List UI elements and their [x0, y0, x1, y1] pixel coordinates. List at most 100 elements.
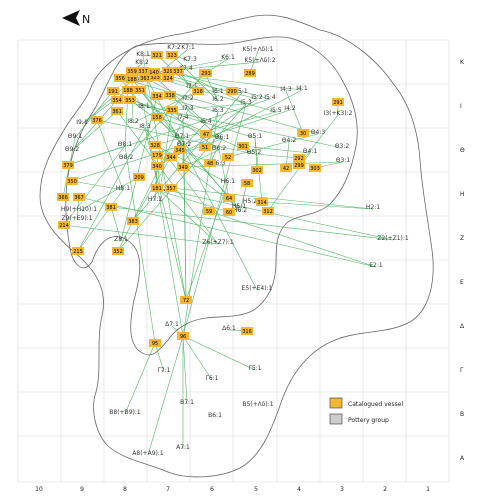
catalogued-vessel: 314	[256, 198, 268, 206]
catalogued-vessel: 191	[107, 87, 119, 95]
pottery-group-label: Γ5:1	[249, 365, 262, 372]
row-label: Z	[460, 235, 464, 242]
vessel-marker	[149, 339, 161, 347]
vessel-label: 95	[152, 341, 158, 347]
vessel-marker	[107, 87, 119, 95]
pottery-group-label: H6:2	[233, 207, 247, 214]
pottery-group-label: I9:1	[76, 119, 88, 126]
vessel-link	[154, 342, 165, 373]
vessel-marker	[223, 194, 235, 202]
pottery-group-label: Θ7:1	[175, 133, 190, 140]
vessel-marker	[293, 154, 305, 162]
pottery-group-label: Z2(+Z1):1	[377, 235, 409, 242]
vessel-link	[298, 114, 339, 166]
vessel-label: 316	[242, 329, 252, 335]
vessel-marker	[177, 332, 189, 340]
catalogued-vessel: 337	[137, 67, 149, 75]
catalogued-vessel: 321	[151, 51, 163, 59]
vessel-label: 324	[163, 76, 173, 82]
vessel-label: 334	[152, 94, 162, 100]
vessel-label: 302	[252, 168, 262, 174]
vessel-label: 329	[163, 69, 173, 75]
catalogued-vessel: 379	[62, 161, 74, 169]
vessel-link	[117, 109, 189, 252]
catalogued-vessel: 291	[332, 98, 344, 106]
vessel-label: 312	[263, 209, 273, 215]
pottery-group-label: K6:1	[221, 54, 235, 61]
pottery-group-label: Θ4:1	[303, 148, 318, 155]
pottery-group-label: I6:4	[200, 118, 212, 125]
vessel-label: 59	[206, 209, 212, 215]
vessel-marker	[280, 164, 292, 172]
vessel-marker	[199, 143, 211, 151]
pottery-group-label: I5:4	[264, 94, 276, 101]
vessel-link	[285, 90, 304, 134]
vessel-marker	[262, 207, 274, 215]
vessel-label: 356	[115, 76, 125, 82]
pottery-group-label: Γ6:1	[206, 375, 219, 382]
vessel-label: 352	[113, 249, 123, 255]
vessel-label: 51	[202, 145, 208, 151]
vessel-link	[154, 48, 189, 78]
inner-boundary	[65, 36, 358, 356]
vessel-label: 381	[106, 205, 116, 211]
vessel-label: 64	[226, 196, 232, 202]
col-label: 4	[297, 486, 301, 493]
catalogued-vessel: 323	[166, 51, 178, 59]
vessel-link	[71, 110, 118, 152]
pottery-group-label: K7:2	[167, 44, 181, 51]
catalogued-vessel: 188	[126, 75, 138, 83]
pottery-group-label: I4:1	[296, 85, 308, 92]
legend-group-label: Pottery group	[348, 417, 389, 424]
catalogued-vessel: 324	[162, 74, 174, 82]
legend-catalogued-swatch	[329, 397, 343, 409]
vessel-marker	[297, 129, 309, 137]
vessel-link	[182, 103, 247, 337]
vessel-label: 181	[152, 186, 162, 192]
catalogued-vessel: 353	[124, 96, 136, 104]
vessel-marker	[134, 86, 146, 94]
pottery-group-label: Θ7:2	[177, 141, 192, 148]
pottery-group-label: I5:3	[240, 99, 252, 106]
catalogued-vessel: 354	[111, 96, 123, 104]
pottery-group-label: E2:1	[369, 262, 383, 269]
vessel-link	[253, 153, 300, 159]
pottery-group-label: K7:1	[181, 44, 195, 51]
vessel-label: 209	[134, 175, 144, 181]
vessel-marker	[148, 68, 160, 76]
vessel-label: 349	[178, 165, 188, 171]
pottery-group-label: I8:1	[138, 103, 150, 110]
catalogued-vessel: 363	[139, 74, 151, 82]
catalogued-vessel: 95	[149, 339, 161, 347]
catalogued-vessel: 323	[149, 73, 161, 81]
vessel-marker	[57, 193, 69, 201]
catalogued-vessel: 30	[297, 129, 309, 137]
vessel-link	[227, 133, 319, 158]
catalogued-vessel: 366	[57, 193, 69, 201]
outer-boundary	[39, 14, 434, 478]
catalogued-vessel: 383	[127, 217, 139, 225]
vessel-marker	[66, 177, 78, 185]
vessel-marker	[165, 153, 177, 161]
vessel-marker	[241, 327, 253, 335]
catalogued-vessel: 367	[73, 193, 85, 201]
vessel-link	[185, 182, 229, 301]
vessel-label: 379	[63, 163, 73, 169]
catalogued-vessel: 356	[114, 74, 126, 82]
vessel-marker	[162, 74, 174, 82]
catalogued-vessel: 381	[105, 203, 117, 211]
catalogued-vessel: 215	[72, 247, 84, 255]
vessel-label: 188	[123, 88, 133, 94]
pottery-group-label: I6:3	[212, 107, 224, 114]
vessel-label: 215	[73, 249, 83, 255]
catalogued-vessel: 72	[180, 296, 192, 304]
vessel-marker	[112, 247, 124, 255]
vessel-marker	[151, 92, 163, 100]
vessel-marker	[58, 221, 70, 229]
pottery-group-label: Θ3:2	[335, 143, 350, 150]
legend-group-swatch	[329, 413, 343, 425]
vessel-marker	[204, 159, 216, 167]
catalogued-vessel: 140	[148, 68, 160, 76]
pottery-group-label: Θ8:2	[119, 154, 134, 161]
vessel-label: 359	[127, 69, 137, 75]
